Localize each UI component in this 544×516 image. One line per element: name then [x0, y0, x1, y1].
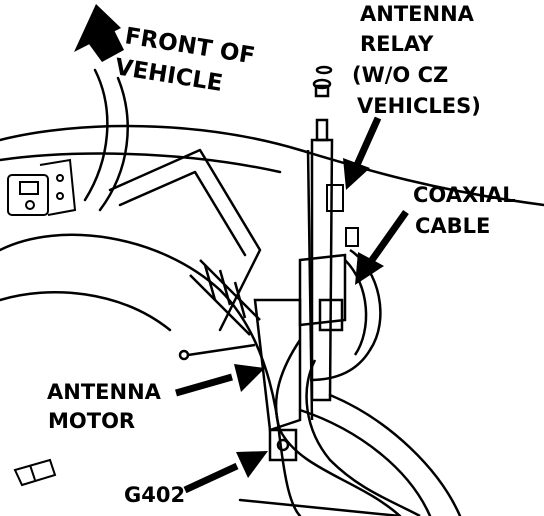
coax-label-line2: CABLE	[415, 214, 490, 238]
relay-arrowhead	[343, 158, 370, 190]
coax-label-line1: COAXIAL	[413, 183, 516, 207]
motor-label-line1: ANTENNA	[47, 380, 162, 404]
relay-label-line1: ANTENNA	[360, 2, 475, 26]
coaxial-cable	[274, 248, 421, 516]
antenna-relay	[326, 184, 359, 247]
ground-leader	[183, 462, 239, 494]
relay-leader	[353, 116, 382, 167]
ground-label: G402	[124, 483, 185, 507]
body-panel-outline	[0, 68, 544, 516]
ground-arrowhead	[236, 451, 268, 478]
relay-label-line2: RELAY	[360, 32, 434, 56]
coax-arrowhead	[355, 252, 384, 285]
motor-arrowhead	[234, 364, 265, 392]
motor-label-line2: MOTOR	[48, 409, 135, 433]
relay-label-line3: (W/O CZ	[352, 63, 448, 87]
leader-arrows	[175, 116, 409, 494]
coax-leader	[369, 209, 409, 263]
antenna-motor	[178, 259, 302, 432]
ground-g402	[268, 428, 298, 462]
hinge-bracket	[7, 158, 77, 216]
motor-leader	[175, 373, 233, 397]
lower-bracket	[13, 458, 57, 487]
antenna-mast	[298, 65, 347, 421]
relay-label-line4: VEHICLES)	[357, 94, 481, 118]
front-direction-arrow	[74, 4, 124, 62]
